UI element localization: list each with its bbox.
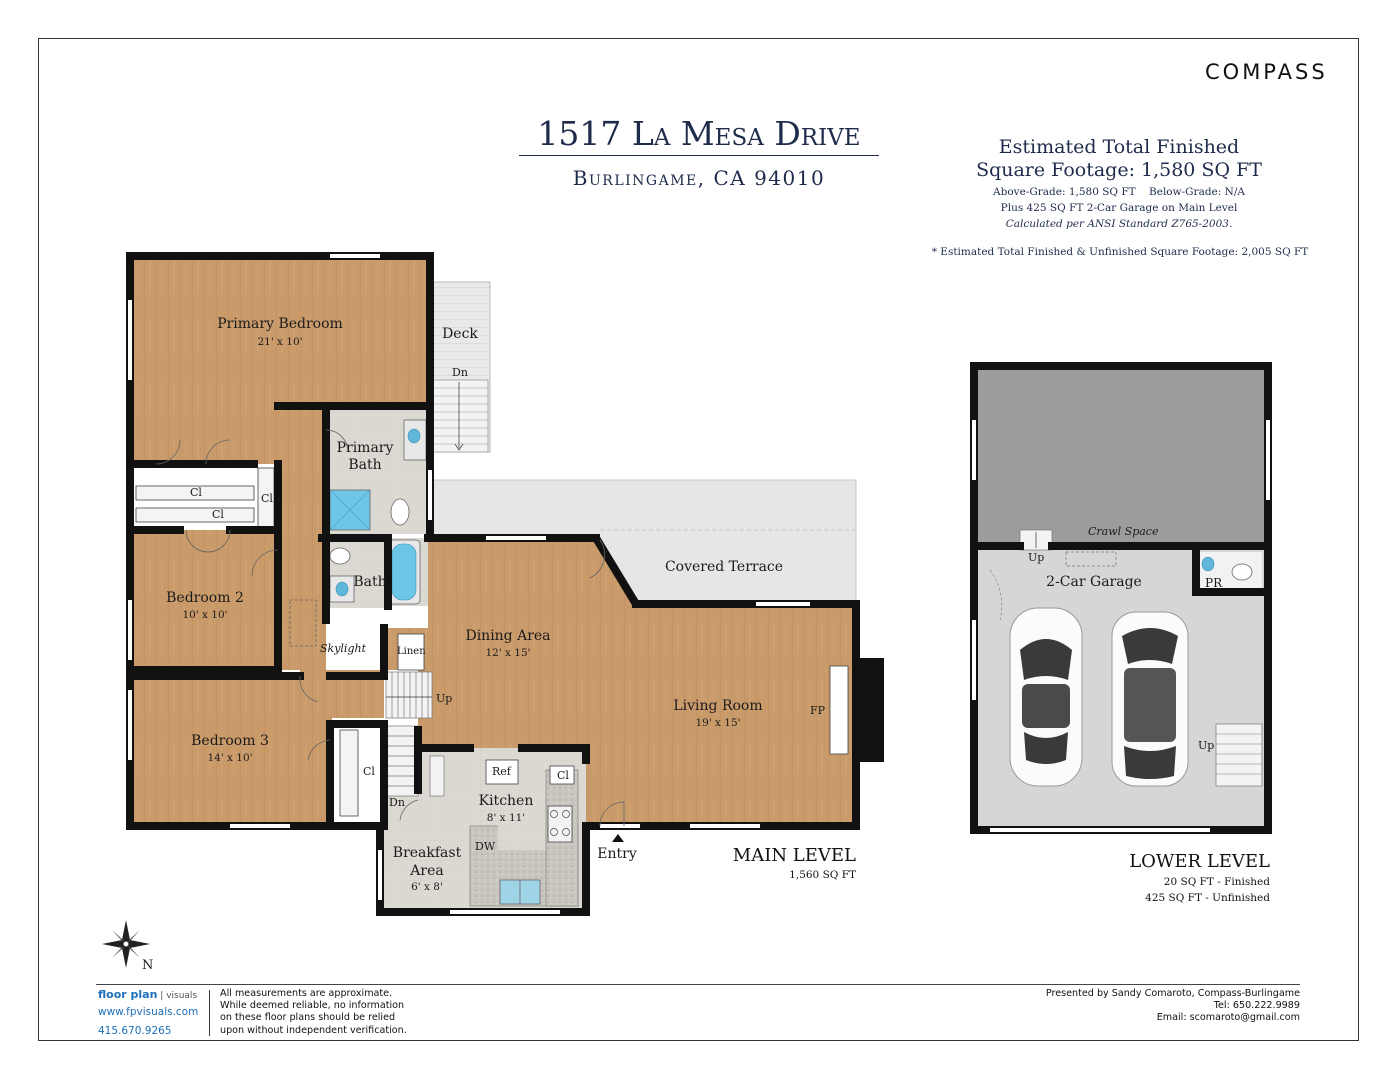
footer-rule bbox=[96, 984, 1300, 985]
room-primary-bath: Primary Bath bbox=[336, 440, 394, 473]
sqft-garage: Plus 425 SQ FT 2-Car Garage on Main Leve… bbox=[1000, 202, 1238, 214]
room-living-room: Living Room bbox=[673, 698, 763, 714]
disclaimer-line: on these floor plans should be relied bbox=[220, 1012, 396, 1024]
property-city: Burlingame, CA 94010 bbox=[572, 166, 826, 190]
lower-level-finished: 20 SQ FT - Finished bbox=[1163, 876, 1270, 888]
sqft-standard: Calculated per ANSI Standard Z765-2003. bbox=[1005, 218, 1233, 230]
dim-kitchen: 8' x 11' bbox=[486, 812, 526, 824]
room-deck: Deck bbox=[442, 326, 478, 342]
label-cl-4: Cl bbox=[363, 765, 375, 778]
dim-breakfast-area: 6' x 8' bbox=[411, 881, 443, 893]
sqft-details: Above-Grade: 1,580 SQ FT Below-Grade: N/… bbox=[940, 184, 1298, 232]
sqft-line1: Estimated Total Finished bbox=[998, 136, 1240, 158]
disclaimer: All measurements are approximate. While … bbox=[220, 988, 450, 1037]
dim-dining-area: 12' x 15' bbox=[485, 647, 531, 659]
presenter-email[interactable]: Email: scomaroto@gmail.com bbox=[1156, 1012, 1300, 1024]
sqft-total-note: * Estimated Total Finished & Unfinished … bbox=[931, 246, 1309, 258]
fpvisuals-name: floor plan bbox=[98, 988, 158, 1001]
dim-bedroom-2: 10' x 10' bbox=[182, 609, 228, 621]
compass-logo: COMPASS bbox=[1205, 60, 1328, 84]
disclaimer-line: All measurements are approximate. bbox=[220, 988, 393, 999]
wood-floors bbox=[132, 258, 856, 824]
room-bath: Bath bbox=[353, 574, 387, 590]
dim-primary-bedroom: 21' x 10' bbox=[257, 336, 303, 348]
linen-closet bbox=[397, 633, 425, 671]
room-dining-area: Dining Area bbox=[465, 628, 551, 644]
kitchen-fixtures bbox=[469, 759, 579, 907]
room-primary-bedroom: Primary Bedroom bbox=[217, 316, 343, 332]
room-bedroom-2: Bedroom 2 bbox=[166, 590, 244, 606]
main-level-label: MAIN LEVEL bbox=[732, 845, 856, 866]
property-address: 1517 La Mesa Drive bbox=[537, 114, 861, 153]
room-2-car-garage: 2-Car Garage bbox=[1046, 574, 1142, 590]
room-bedroom-3: Bedroom 3 bbox=[191, 733, 269, 749]
interior-stairs bbox=[385, 671, 445, 797]
presenter-info: Presented by Sandy Comaroto, Compass-Bur… bbox=[960, 988, 1300, 1025]
compass-rose-icon bbox=[102, 920, 150, 968]
fpvisuals-website[interactable]: www.fpvisuals.com bbox=[98, 1006, 199, 1018]
label-skylight: Skylight bbox=[320, 642, 366, 655]
label-cl-3: Cl bbox=[261, 492, 273, 505]
dim-living-room: 19' x 15' bbox=[695, 717, 741, 729]
fpvisuals-phone: 415.670.9265 bbox=[98, 1025, 172, 1037]
closet-4 bbox=[339, 729, 359, 817]
dim-bedroom-3: 14' x 10' bbox=[207, 752, 253, 764]
skylight-outline bbox=[289, 599, 317, 647]
lower-level-label: LOWER LEVEL bbox=[1129, 851, 1270, 872]
title-underline bbox=[519, 155, 879, 156]
sqft-above-below: Above-Grade: 1,580 SQ FT Below-Grade: N/… bbox=[993, 186, 1245, 198]
footer-divider bbox=[209, 990, 210, 1036]
fireplace bbox=[829, 658, 884, 762]
label-dw: DW bbox=[475, 840, 496, 853]
label-stairs-dn: Dn bbox=[389, 796, 405, 809]
main-windows bbox=[128, 254, 810, 914]
label-stairs-up: Up bbox=[436, 692, 453, 705]
room-covered-terrace: Covered Terrace bbox=[664, 559, 784, 575]
car-1 bbox=[1009, 607, 1083, 787]
label-fp: FP bbox=[810, 704, 826, 717]
room-kitchen: Kitchen bbox=[478, 793, 534, 809]
disclaimer-line: While deemed reliable, no information bbox=[220, 1000, 405, 1012]
label-linen: Linen bbox=[397, 646, 426, 657]
compass-north-label: N bbox=[142, 958, 154, 973]
sqft-heading: Estimated Total Finished Square Footage:… bbox=[940, 136, 1298, 182]
main-level-sqft: 1,560 SQ FT bbox=[789, 869, 856, 881]
presenter-tel: Tel: 650.222.9989 bbox=[1213, 1000, 1300, 1012]
label-cl-5: Cl bbox=[557, 769, 569, 782]
main-walls bbox=[126, 252, 860, 916]
label-deck-dn: Dn bbox=[452, 366, 468, 379]
page-frame bbox=[38, 38, 1359, 1041]
closet-2 bbox=[135, 507, 255, 523]
lower-level-plan bbox=[970, 362, 1272, 834]
label-garage-up-2: Up bbox=[1198, 739, 1215, 752]
closet-1 bbox=[135, 485, 255, 501]
sqft-line2: Square Footage: 1,580 SQ FT bbox=[976, 159, 1262, 181]
label-entry: Entry bbox=[597, 846, 637, 862]
car-2 bbox=[1111, 611, 1189, 787]
label-crawl-space: Crawl Space bbox=[1088, 525, 1159, 538]
fpvisuals-logo: floor plan | visuals bbox=[98, 988, 198, 1001]
door-swings bbox=[155, 429, 625, 827]
label-cl-2: Cl bbox=[212, 508, 224, 521]
presenter-name: Presented by Sandy Comaroto, Compass-Bur… bbox=[1045, 988, 1300, 999]
label-ref: Ref bbox=[492, 765, 511, 778]
lower-level-unfinished: 425 SQ FT - Unfinished bbox=[1145, 892, 1270, 904]
entry-arrow bbox=[612, 834, 624, 842]
label-cl-1: Cl bbox=[190, 486, 202, 499]
angled-wall bbox=[592, 535, 640, 607]
label-pr: PR bbox=[1205, 576, 1223, 590]
disclaimer-line: upon without independent verification. bbox=[220, 1024, 407, 1036]
room-breakfast-area: Breakfast Area bbox=[392, 845, 462, 879]
label-garage-up-1: Up bbox=[1028, 551, 1045, 564]
deck bbox=[427, 281, 491, 453]
fpvisuals-visuals: visuals bbox=[166, 991, 198, 1001]
